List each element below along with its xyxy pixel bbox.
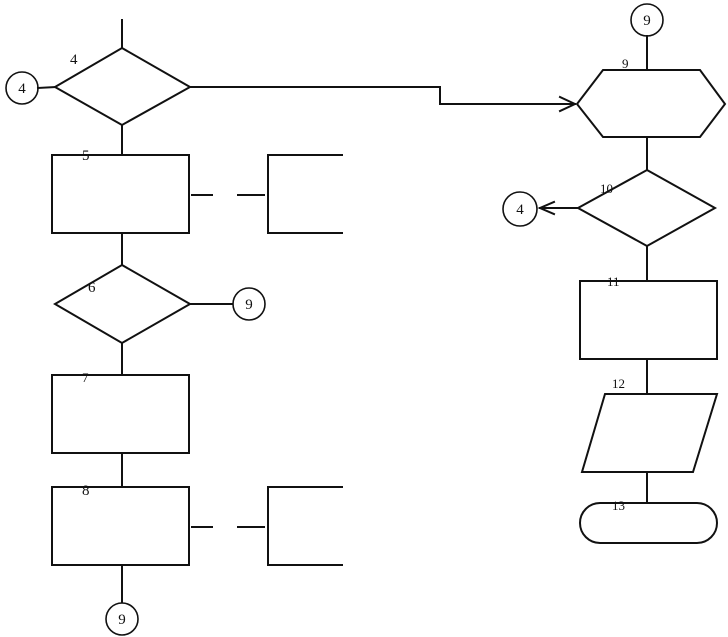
connector-4-in-label: 4 [18,81,26,97]
process-11-label: 11 [607,274,620,289]
connector-9-right [232,287,266,321]
process-7-label: 7 [82,370,89,385]
decision-6 [53,263,193,345]
data-12 [580,393,719,473]
preparation-9-label: 9 [622,56,629,71]
data-12-label: 12 [612,376,625,391]
arrowhead-10-to-4 [537,200,556,216]
decision-10 [575,168,718,248]
decision-4-label: 4 [70,52,78,68]
process-8-label: 8 [82,483,90,499]
connector-9-top-label: 9 [643,13,651,29]
edge-4-to-9 [189,86,576,105]
connector-9-bottom-label: 9 [118,612,126,628]
edge-connector-4-decision-4 [36,85,57,90]
decision-6-label: 6 [88,280,96,296]
process-11 [579,280,718,360]
process-5-label: 5 [82,148,90,164]
annotation-bracket-8 [267,486,343,566]
preparation-9 [575,69,727,138]
decision-10-label: 10 [600,181,613,196]
process-8 [51,486,190,566]
terminal-13-label: 13 [612,498,625,513]
connector-4-out [502,191,538,227]
connector-9-right-label: 9 [245,297,253,313]
process-7 [51,374,190,454]
annotation-bracket-5 [267,154,343,234]
arrowhead-4-to-9 [558,95,578,113]
connector-4-out-label: 4 [516,202,524,218]
process-5 [51,154,190,234]
terminal-13 [579,502,718,544]
connector-9-bottom [105,602,139,636]
